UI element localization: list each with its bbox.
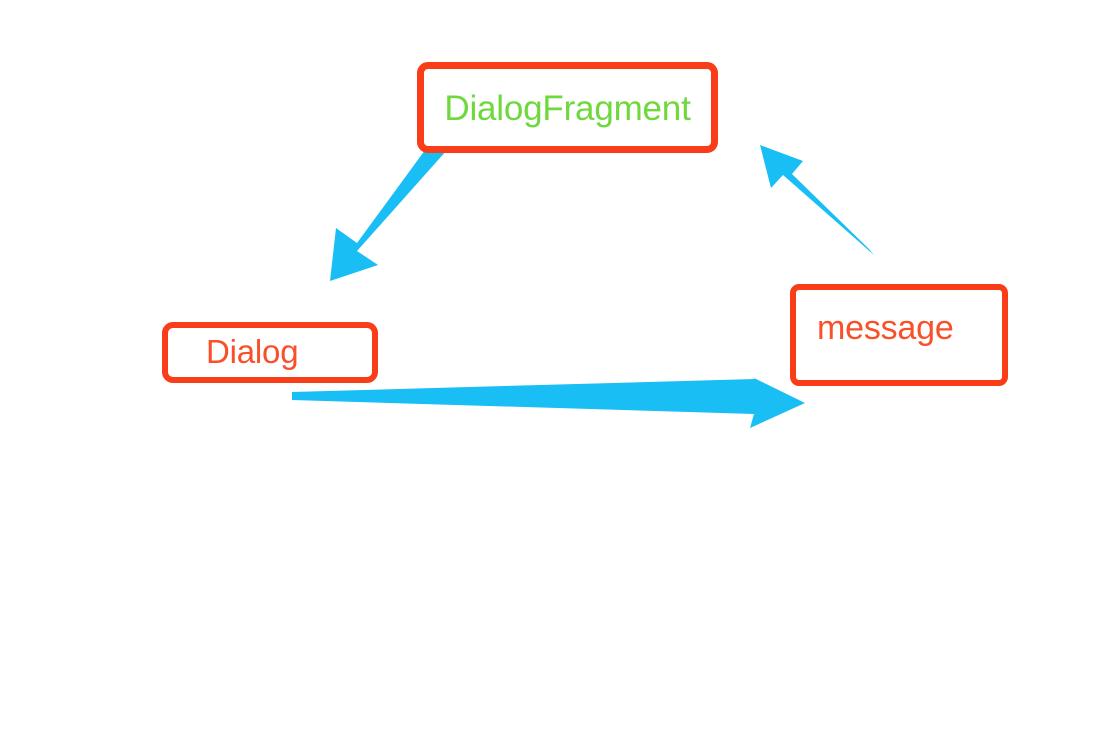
arrow-dialogfragment-to-dialog bbox=[330, 146, 447, 281]
node-message[interactable]: message bbox=[790, 284, 1008, 386]
node-dialogfragment-label: DialogFragment bbox=[444, 89, 691, 128]
node-dialog[interactable]: Dialog bbox=[162, 322, 378, 383]
node-dialog-label: Dialog bbox=[206, 333, 299, 370]
node-message-label: message bbox=[817, 309, 954, 347]
node-dialogfragment[interactable]: DialogFragment bbox=[417, 62, 718, 153]
arrow-dialog-to-message bbox=[292, 377, 805, 428]
arrow-message-to-dialogfragment bbox=[760, 145, 874, 255]
